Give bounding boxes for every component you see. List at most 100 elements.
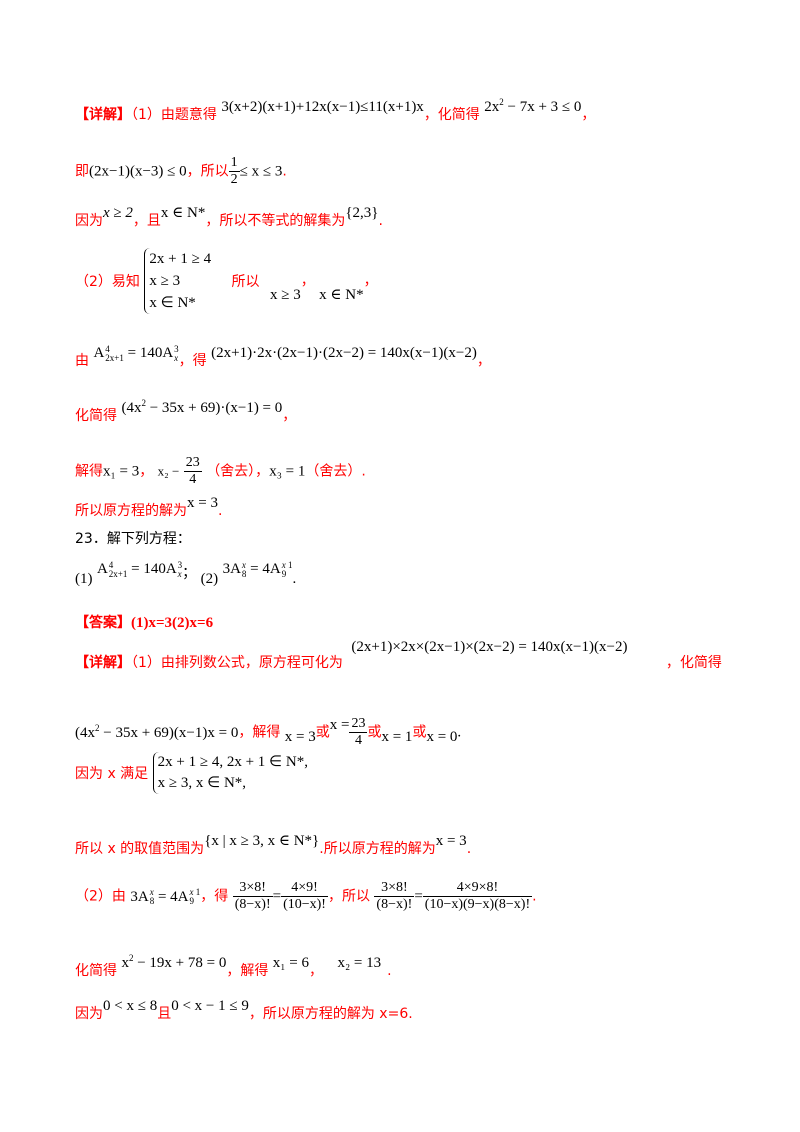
inequality-system: 2x + 1 ≥ 4 x ≥ 3 x ∈ N* (144, 248, 211, 314)
text: ，所以原方程的解为 x=6. (248, 1006, 413, 1022)
text: 因为 x 满足 (75, 766, 149, 782)
math-expression: x = 3 (187, 495, 218, 511)
text: . (217, 503, 223, 519)
math-expression: {x | x ≥ 3, x ∈ N*} (204, 833, 320, 849)
text: 且 (157, 1006, 172, 1022)
text: 所以原方程的解为 (75, 503, 187, 519)
text: （2）易知 (75, 274, 140, 290)
label: (1) (75, 571, 93, 587)
detail-line-6: 化简得 x2 − 19x + 78 = 0，解得 x₁ = 6， x₂ = 13… (75, 953, 392, 980)
text: ， (363, 273, 378, 289)
text: 所以 (231, 274, 260, 290)
text: 或 (315, 724, 330, 741)
fraction: 3×8!(8−x)! (374, 880, 415, 912)
text: . (466, 841, 472, 857)
text: （2）由 (75, 888, 126, 905)
fraction: 3×8!(8−x)! (232, 880, 273, 912)
math-expression: (4x2 − 35x + 69)·(x−1) = 0 (121, 398, 283, 416)
text: 由 (75, 353, 89, 369)
math-expression: 0 < x ≤ 8 (103, 998, 158, 1014)
solution-line-8: 所以原方程的解为x = 3. (75, 495, 223, 520)
text: . (532, 888, 537, 905)
solution-line-6: 化简得 (4x2 − 35x + 69)·(x−1) = 0， (75, 398, 297, 425)
answer-label: 【答案】 (75, 615, 131, 631)
text: 即 (75, 163, 89, 180)
text: （1）由排列数公式，原方程可化为 (131, 655, 343, 671)
detail-line-1: 【详解】（1）由排列数公式，原方程可化为 (2x+1)×2x×(2x−1)×(2… (75, 639, 722, 672)
math-expression: (4x2 − 35x + 69)(x−1)x = 0 (75, 722, 239, 741)
text: 所以 x 的取值范围为 (75, 841, 205, 857)
math-expression: x = 0 (426, 728, 458, 745)
text: . (457, 724, 462, 741)
text: 化简得 (75, 963, 117, 979)
text: .所以原方程的解为 (319, 841, 436, 857)
math-expression: x = 3 (435, 833, 467, 849)
text: ，得 (200, 888, 229, 905)
solution-line-3: 因为x ≥ 2，且x ∈ N*，所以不等式的解集为{2,3}. (75, 205, 383, 230)
text: ，化简得 (423, 107, 480, 123)
detail-label: 【详解】 (75, 655, 131, 671)
text: （1）由题意得 (131, 107, 217, 123)
equals: = (272, 888, 282, 905)
text: ，所以 (186, 163, 229, 180)
text: ， (300, 273, 315, 289)
solution-line-4: （2）易知 2x + 1 ≥ 4 x ≥ 3 x ∈ N* 所以 x ≥ 3， … (75, 248, 378, 314)
text: 或 (367, 724, 382, 741)
math-expression: x2 − 19x + 78 = 0 (121, 953, 227, 971)
equals: = (414, 888, 423, 905)
text: . (282, 163, 287, 180)
text: 或 (412, 724, 427, 741)
math-expression: x ≥ 3 (269, 287, 301, 303)
text: . (387, 963, 392, 979)
math-expression: x₂ = 13 (337, 955, 382, 971)
text: （舍去）. (305, 463, 366, 480)
math-expression: x = 1 (381, 728, 413, 745)
math-expression: x = 3 (284, 728, 316, 745)
math-expression: x = (329, 716, 350, 733)
detail-line-3: 因为 x 满足 2x + 1 ≥ 4, 2x + 1 ∈ N*, x ≥ 3, … (75, 752, 308, 794)
text: ，所以不等式的解集为 (205, 213, 346, 229)
text: 因为 (75, 213, 103, 229)
text: ； (182, 565, 197, 581)
text: ，得 (178, 353, 207, 369)
detail-line-7: 因为0 < x ≤ 8且0 < x − 1 ≤ 9，所以原方程的解为 x=6. (75, 998, 413, 1023)
math-expression: ≤ x ≤ 3 (239, 163, 283, 180)
text: ， (476, 353, 491, 369)
math-expression: x₁ = 3 (103, 463, 140, 480)
text: ， (139, 463, 154, 480)
problem-23-title: 23．解下列方程： (75, 531, 191, 547)
text: ， (282, 408, 297, 424)
text: 因为 (75, 1006, 103, 1022)
text: 化简得 (75, 408, 117, 424)
detail-line-2: (4x2 − 35x + 69)(x−1)x = 0，解得 x = 3或x =2… (75, 716, 461, 749)
text: ， (581, 107, 596, 123)
math-expression: {2,3} (345, 205, 379, 221)
answer-text: (1)x=3(2)x=6 (131, 615, 214, 631)
math-expression: (2x−1)(x−3) ≤ 0 (89, 163, 187, 180)
text: ，且 (132, 213, 161, 229)
text: 解得 (75, 463, 103, 480)
text: ， (309, 963, 323, 979)
fraction: 4×9×8!(10−x)(9−x)(8−x)! (422, 880, 533, 912)
math-expression: (2x+1)·2x·(2x−1)·(2x−2) = 140x(x−1)(x−2) (211, 345, 477, 361)
math-expression: x₂ − (157, 463, 180, 479)
text: （舍去）， (206, 463, 270, 480)
detail-line-4: 所以 x 的取值范围为{x | x ≥ 3, x ∈ N*}.所以原方程的解为x… (75, 833, 472, 858)
math-expression: x ∈ N* (160, 205, 206, 221)
math-expression: x ≥ 2 (103, 205, 133, 221)
text: ，所以 (327, 888, 370, 905)
text: ，化简得 (665, 655, 722, 671)
text: . (378, 213, 383, 229)
